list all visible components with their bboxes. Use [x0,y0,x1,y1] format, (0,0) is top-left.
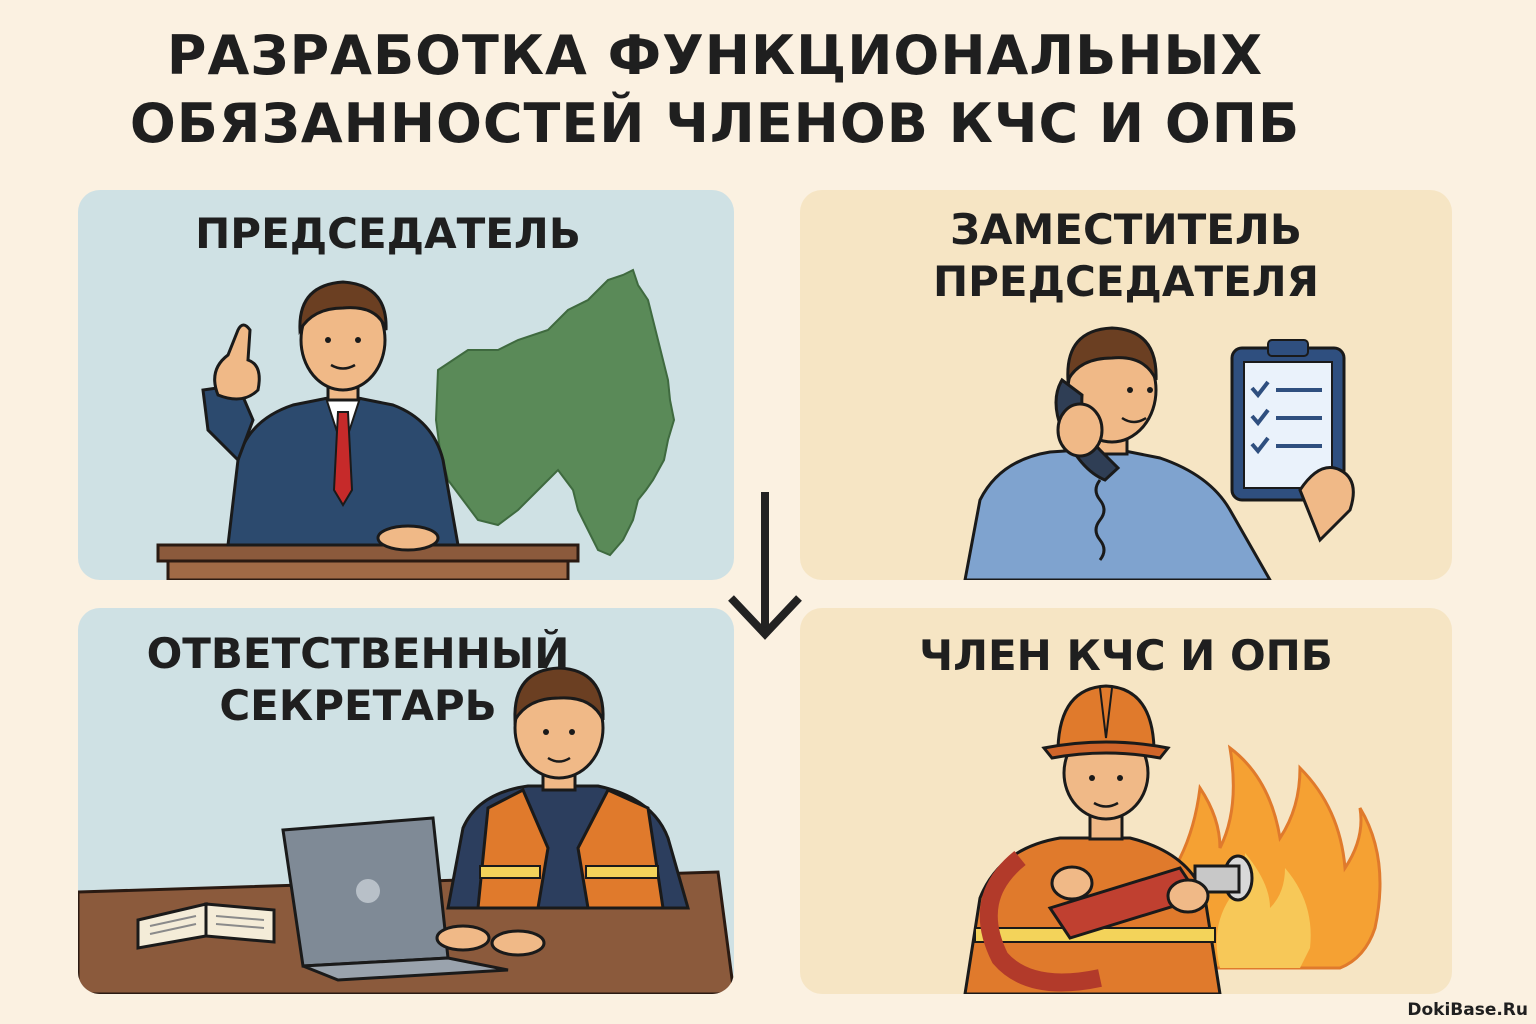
page-title: РАЗРАБОТКА ФУНКЦИОНАЛЬНЫХ ОБЯЗАННОСТЕЙ Ч… [129,24,1301,155]
deputy-illustration [963,326,1355,580]
russia-map [434,268,676,557]
chairman-illustration [156,268,676,580]
secretary-illustration [78,666,734,994]
card-deputy-chairman: ЗАМЕСТИТЕЛЬ ПРЕДСЕДАТЕЛЯ [800,190,1452,580]
chairman-label: ПРЕДСЕДАТЕЛЬ [195,209,581,258]
card-secretary: ОТВЕТСТВЕННЫЙ СЕКРЕТАРЬ [78,608,734,994]
card-chairman: ПРЕДСЕДАТЕЛЬ [78,190,734,580]
arrow-down-icon [728,492,802,640]
firefighter-illustration [963,684,1382,994]
watermark: DokiBase.Ru [1407,1000,1528,1020]
deputy-label: ЗАМЕСТИТЕЛЬ ПРЕДСЕДАТЕЛЯ [932,205,1320,306]
secretary-label: ОТВЕТСТВЕННЫЙ СЕКРЕТАРЬ [146,629,570,730]
member-label: ЧЛЕН КЧС И ОПБ [919,631,1333,680]
card-member: ЧЛЕН КЧС И ОПБ [800,608,1452,994]
